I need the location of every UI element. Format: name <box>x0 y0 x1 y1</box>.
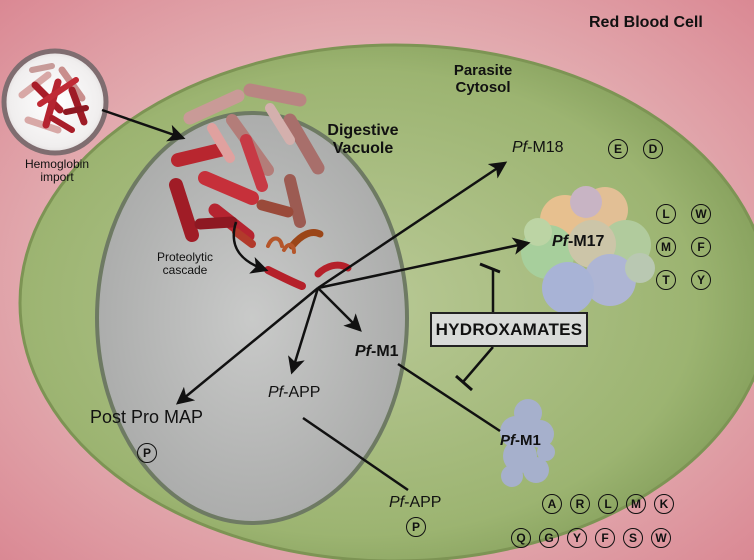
residue-m1-l: L <box>598 494 618 514</box>
digestive-vacuole-label: Digestive Vacuole <box>316 122 410 157</box>
digestive-vacuole-line1: Digestive <box>327 122 399 139</box>
residue-m1-a: A <box>542 494 562 514</box>
inhibition-m1-bar <box>455 374 473 392</box>
pf-m1-vacuole-suffix: -M1 <box>371 343 399 360</box>
parasite-cytosol-line1: Parasite <box>453 62 513 79</box>
peptide-fragments <box>264 229 352 290</box>
pf-app-vacuole-prefix: Pf <box>268 384 284 401</box>
hydroxamates-box: HYDROXAMATES <box>430 312 588 347</box>
residue-m18-e: E <box>608 139 628 159</box>
digestive-vacuole <box>95 111 409 525</box>
arrows <box>101 108 531 492</box>
proteolytic-cascade-line1: Proteolytic <box>156 250 214 264</box>
residue-m1-g: G <box>539 528 559 548</box>
arrow-hemoglobin-import <box>101 108 186 142</box>
residue-m1-s: S <box>623 528 643 548</box>
connector-m1 <box>397 362 501 433</box>
pf-m1-structure <box>500 399 555 487</box>
pf-app-cytosol-prefix: Pf <box>389 494 405 511</box>
residue-m17-l: L <box>656 204 676 224</box>
pf-m17-suffix: -M17 <box>568 233 605 250</box>
pf-m17-prefix: Pf <box>552 233 568 250</box>
arrow-to-m18 <box>317 161 508 290</box>
pf-m1-cytosol-label: Pf-M1 <box>500 432 541 450</box>
pf-m18-label: Pf-M18 <box>512 139 564 157</box>
proteolytic-cascade-line2: cascade <box>162 263 208 278</box>
residue-m17-f: F <box>691 237 711 257</box>
pf-m18-prefix: Pf <box>512 139 528 156</box>
residue-m1-r: R <box>570 494 590 514</box>
pf-m1-cytosol-suffix: -M1 <box>515 432 541 449</box>
pf-m1-vacuole-label: Pf-M1 <box>355 343 399 361</box>
residue-m1-w: W <box>651 528 671 548</box>
pf-app-vacuole-suffix: -APP <box>283 384 321 401</box>
arrow-to-post-pro-map <box>175 287 319 405</box>
arrow-proteolytic-cascade <box>232 221 269 274</box>
residue-m17-y: Y <box>691 270 711 290</box>
parasite-cytosol-label: Parasite Cytosol <box>440 62 526 96</box>
hemoglobin-large-structure <box>169 83 325 248</box>
residue-app-cytosol-p: P <box>406 517 426 537</box>
residue-m1-k: K <box>654 494 674 514</box>
residue-m1-y: Y <box>567 528 587 548</box>
hemoglobin-import-label: Hemoglobin import <box>12 157 102 185</box>
inhibition-m17-bar <box>479 262 501 274</box>
proteolytic-cascade-label: Proteolytic cascade <box>140 250 230 278</box>
pf-m18-suffix: -M18 <box>527 139 564 156</box>
inhibition-m1 <box>462 346 494 383</box>
connector-app <box>302 416 409 492</box>
residue-m18-d: D <box>643 139 663 159</box>
red-blood-cell-label: Red Blood Cell <box>589 14 703 31</box>
arrow-to-app <box>288 287 320 375</box>
pf-app-cytosol-suffix: -APP <box>404 494 442 511</box>
residue-m1-q: Q <box>511 528 531 548</box>
digestive-vacuole-line2: Vacuole <box>332 139 394 157</box>
arrow-to-m1 <box>317 287 362 332</box>
pf-m17-structure <box>521 186 655 314</box>
residue-m17-t: T <box>656 270 676 290</box>
pf-app-vacuole-label: Pf-APP <box>268 384 320 402</box>
residue-m17-m: M <box>656 237 676 257</box>
pf-app-cytosol-label: Pf-APP <box>389 494 441 512</box>
post-pro-map-label: Post Pro MAP <box>90 407 204 427</box>
pf-m1-vacuole-prefix: Pf <box>355 343 371 360</box>
pf-m1-cytosol-prefix: Pf <box>500 432 515 449</box>
hemoglobin-small-structure <box>18 63 89 134</box>
residue-m17-w: W <box>691 204 711 224</box>
hemoglobin-import-line2: import <box>40 170 74 185</box>
hemoglobin-import-line1: Hemoglobin <box>24 157 90 171</box>
arrow-to-m17 <box>317 237 531 290</box>
residue-post-pro-map-p: P <box>137 443 157 463</box>
parasite-cytosol-line2: Cytosol <box>455 78 511 96</box>
residue-m1-m: M <box>626 494 646 514</box>
pf-m17-label: Pf-M17 <box>552 233 604 251</box>
residue-m1-f: F <box>595 528 615 548</box>
